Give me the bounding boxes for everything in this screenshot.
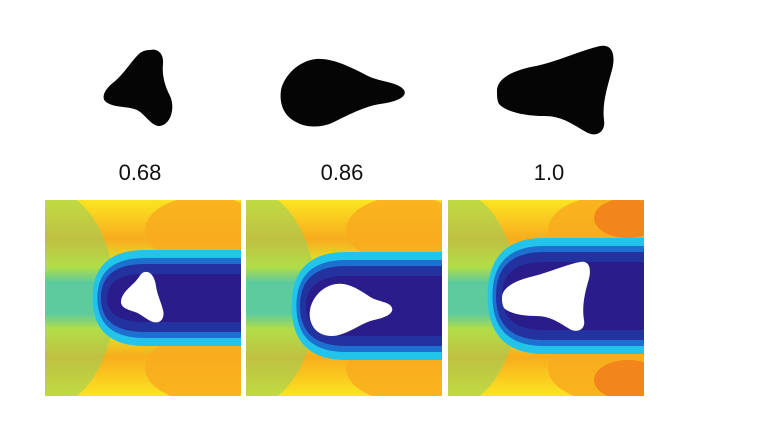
shape-label-1: 0.68 (118, 160, 162, 185)
shape-silhouette-1 (103, 49, 173, 127)
field-upstream (448, 200, 518, 396)
field-lobe-top-strong (594, 200, 644, 238)
field-lobe-top (145, 200, 241, 264)
shape-silhouette-3 (496, 45, 614, 135)
shape-silhouette-path (103, 49, 173, 127)
field-lobe-bottom (145, 334, 241, 396)
obstacle-shape (309, 283, 393, 336)
obstacle-shape (502, 261, 590, 331)
field-upstream (45, 200, 115, 396)
shape-silhouette-path (280, 58, 405, 127)
shape-label-3: 1.0 (533, 160, 565, 185)
shape-silhouette-2 (280, 58, 405, 127)
shape-silhouette-path (496, 45, 614, 135)
flow-field-panel-3 (448, 200, 644, 396)
field-lobe-bottom-strong (594, 360, 644, 396)
obstacle-shape (121, 271, 164, 323)
flow-field-panel-2 (246, 200, 442, 396)
flow-field-panel-1 (45, 200, 241, 396)
field-upstream (246, 200, 316, 396)
shape-label-2: 0.86 (320, 160, 364, 185)
field-lobe-top (346, 200, 442, 264)
